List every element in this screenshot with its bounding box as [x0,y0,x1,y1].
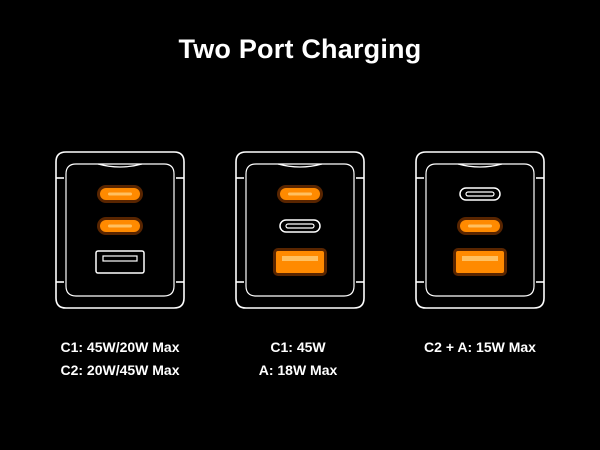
port-inner-slot [285,223,315,229]
caption-charger-1: C1: 45W/20W Max C2: 20W/45W Max [20,336,220,382]
port-inner-slot [288,192,312,196]
port-outline [279,219,321,233]
charger-2 [234,150,366,310]
caption-line: A: 18W Max [258,362,338,378]
usb-c-port-icon [97,185,143,203]
charger-top-notch [97,163,143,168]
charger-body-outline [235,151,365,309]
caption-line: C1: 45W [270,339,326,355]
port-inner-slot [282,256,318,261]
port-outline [459,187,501,201]
port-inner-slot [468,224,492,228]
charger-3-illustration [415,151,545,309]
port-inner-slot [462,256,498,261]
port-active-fill [276,251,324,273]
port-active-fill [456,251,504,273]
caption-line: C1: 45W/20W Max [60,339,180,355]
usb-c-port-icon [459,187,501,201]
charger-body-outline [415,151,545,309]
usb-a-port-icon [453,248,507,276]
charger-body-outline [55,151,185,309]
usb-c-port-icon [457,217,503,235]
usb-c-port-icon [279,219,321,233]
usb-c-port-icon [277,185,323,203]
caption-charger-3: C2 + A: 15W Max [380,336,580,359]
charger-top-notch [457,163,503,168]
port-inner-slot [465,191,495,197]
charger-1-illustration [55,151,185,309]
caption-charger-2: C1: 45W A: 18W Max [198,336,398,382]
charger-inner-face [245,163,355,297]
port-inner-slot [108,192,132,196]
port-outline [95,250,145,274]
usb-a-port-icon [95,250,145,274]
port-inner-slot [108,224,132,228]
charger-3 [414,150,546,310]
caption-line: C2: 20W/45W Max [60,362,180,378]
charger-top-notch [277,163,323,168]
charger-1 [54,150,186,310]
page-title: Two Port Charging [178,34,422,64]
caption-line: C2 + A: 15W Max [424,339,536,355]
charger-2-illustration [235,151,365,309]
usb-c-port-icon [97,217,143,235]
charger-inner-face [65,163,175,297]
usb-a-port-icon [273,248,327,276]
port-inner-slot [102,255,138,262]
charger-inner-face [425,163,535,297]
